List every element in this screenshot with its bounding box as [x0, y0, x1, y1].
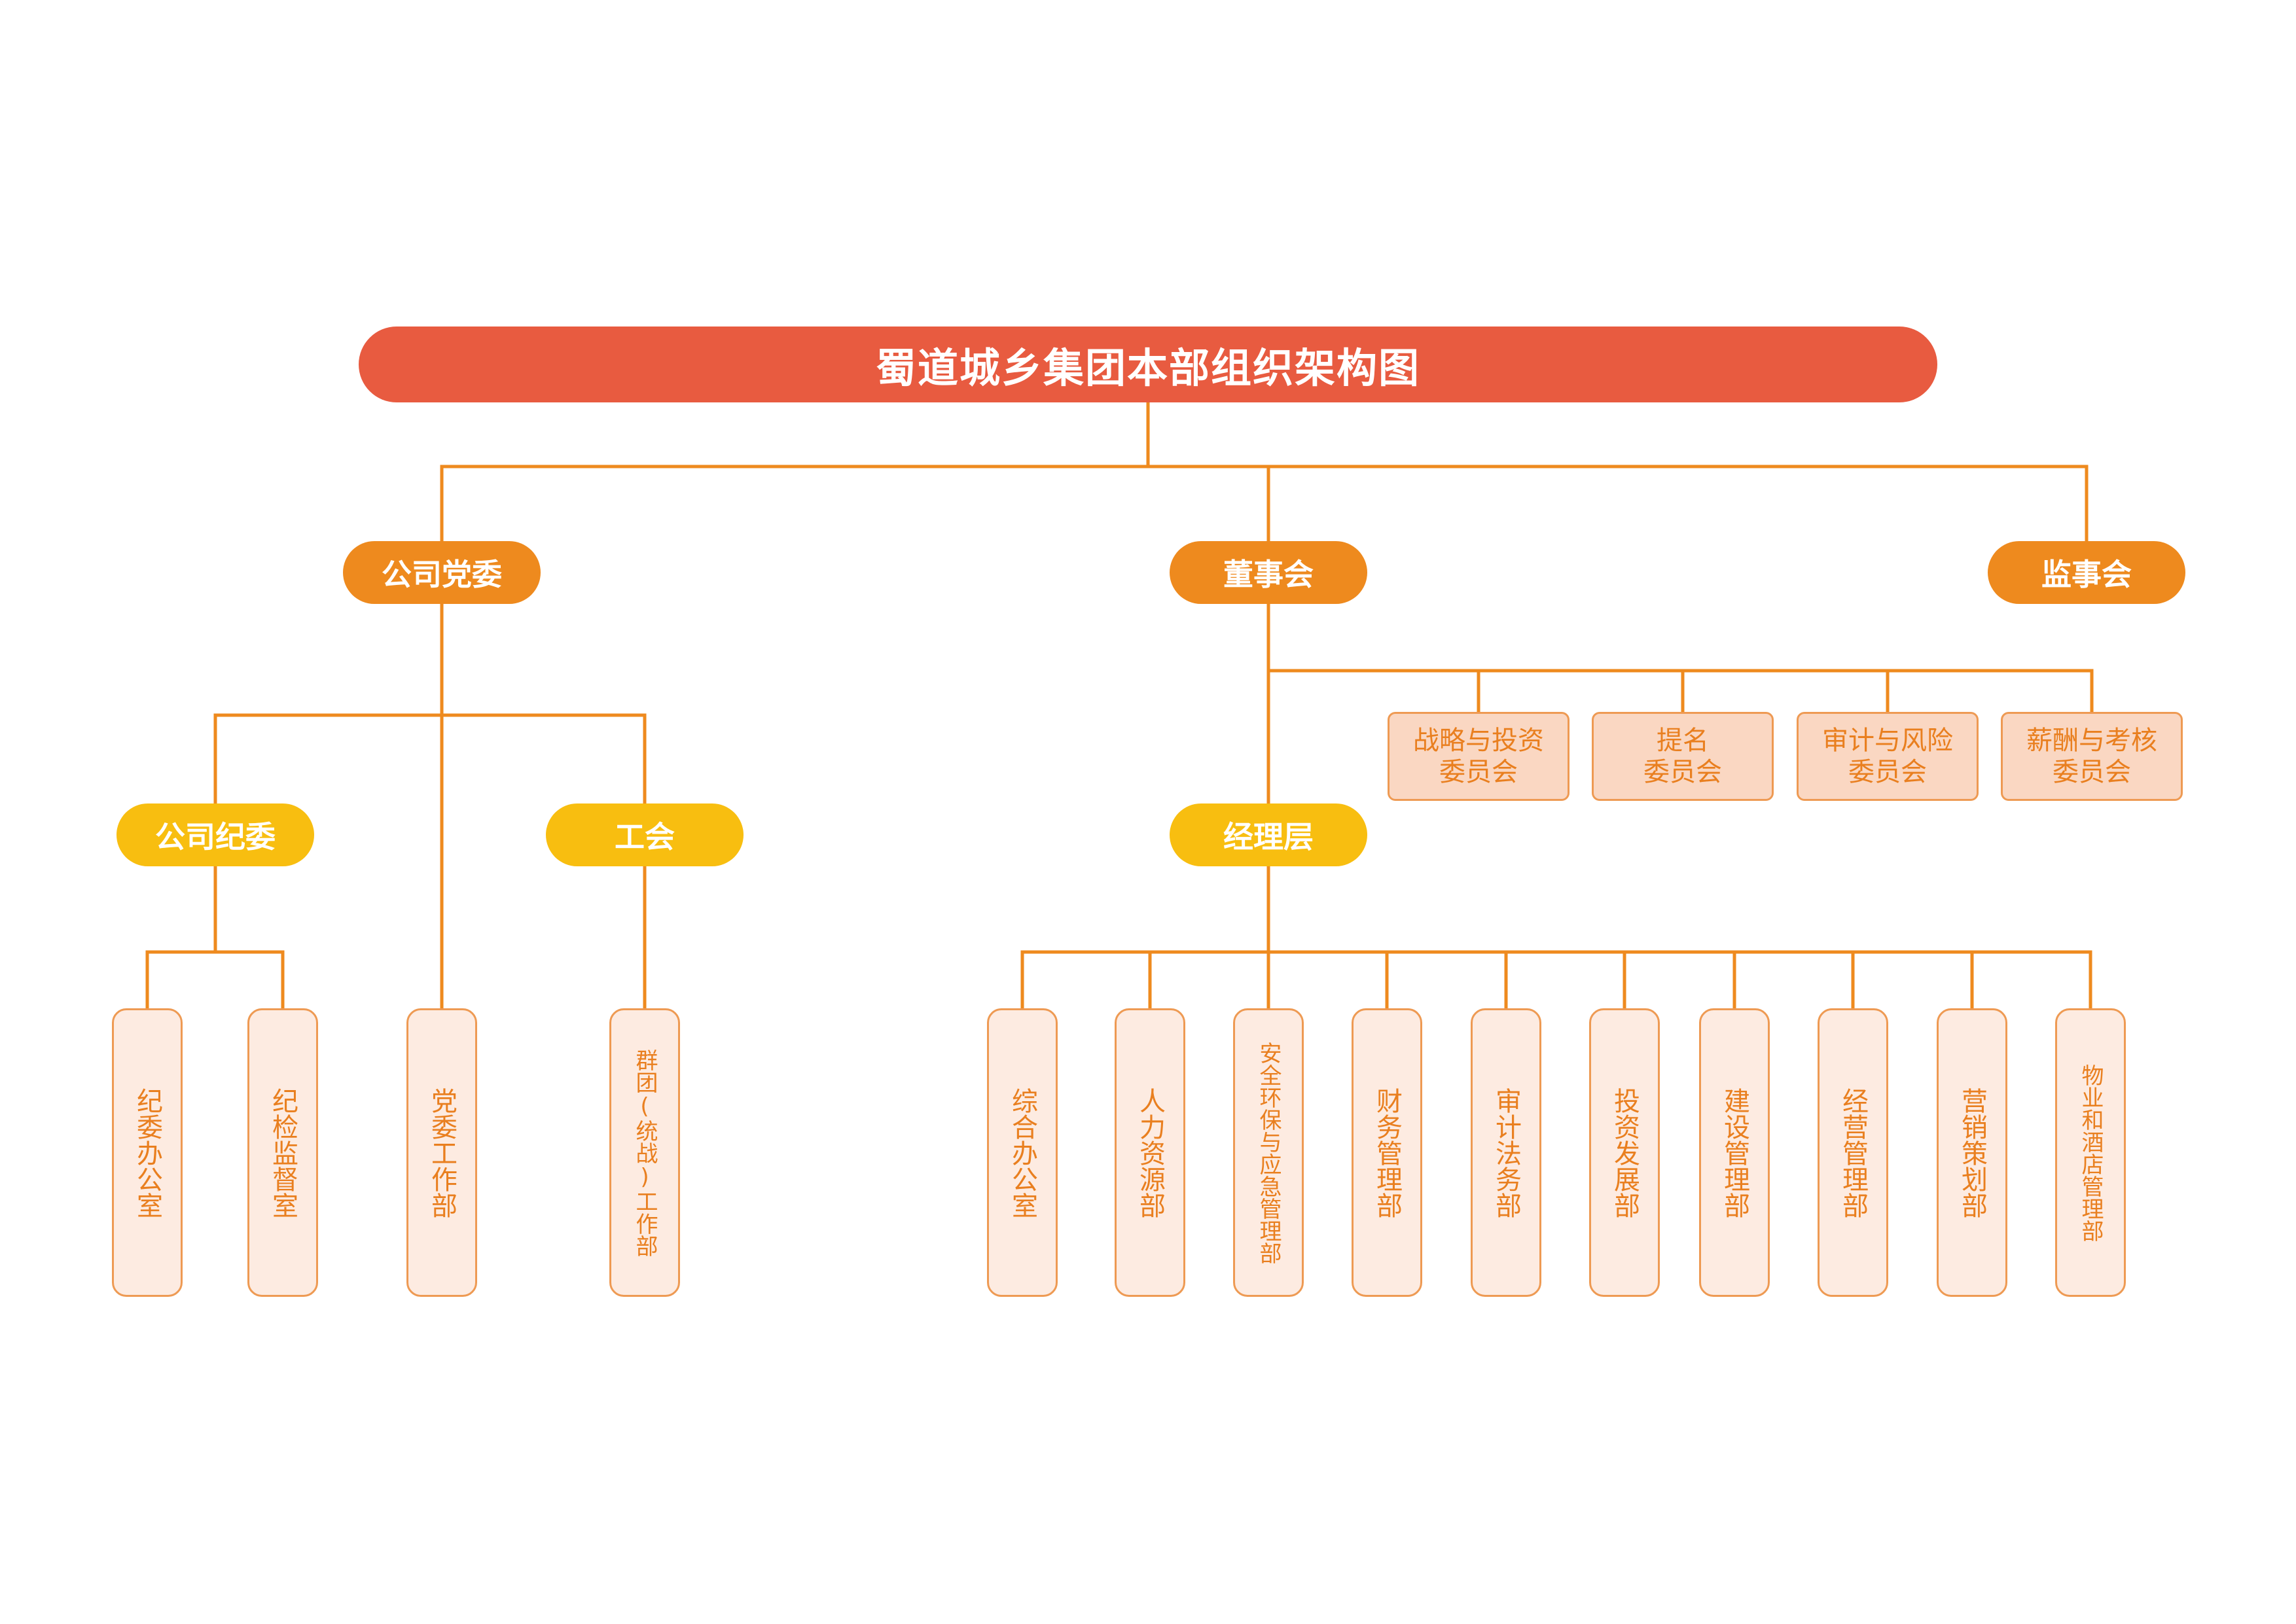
dept-discipline-office: 纪委办公室: [112, 1008, 183, 1297]
dept-general-office: 综合办公室: [987, 1008, 1058, 1297]
dept-finance: 财务管理部: [1352, 1008, 1422, 1297]
dept-party-work: 党委工作部: [406, 1008, 477, 1297]
chart-title: 蜀道城乡集团本部组织架构图: [359, 327, 1937, 402]
node-discipline-committee: 公司纪委: [117, 803, 314, 866]
committee-nomination: 提名委员会: [1592, 712, 1774, 801]
dept-operations-management: 经营管理部: [1818, 1008, 1888, 1297]
node-board-of-directors: 董事会: [1170, 541, 1367, 604]
dept-safety-environment-emergency: 安全环保与应急管理部: [1233, 1008, 1304, 1297]
committee-audit-risk: 审计与风险委员会: [1797, 712, 1979, 801]
node-management: 经理层: [1170, 803, 1367, 866]
dept-inspection-supervision: 纪检监督室: [247, 1008, 318, 1297]
node-labor-union: 工会: [546, 803, 744, 866]
committee-compensation-evaluation: 薪酬与考核委员会: [2001, 712, 2183, 801]
dept-audit-legal: 审计法务部: [1471, 1008, 1541, 1297]
dept-marketing-planning: 营销策划部: [1937, 1008, 2007, 1297]
node-party-committee: 公司党委: [343, 541, 541, 604]
dept-property-hotel-management: 物业和酒店管理部: [2055, 1008, 2126, 1297]
node-board-of-supervisors: 监事会: [1988, 541, 2185, 604]
dept-investment-development: 投资发展部: [1589, 1008, 1660, 1297]
dept-human-resources: 人力资源部: [1115, 1008, 1185, 1297]
dept-mass-organizations: 群团(统战)工作部: [609, 1008, 680, 1297]
dept-construction-management: 建设管理部: [1699, 1008, 1770, 1297]
committee-strategy-investment: 战略与投资委员会: [1388, 712, 1570, 801]
